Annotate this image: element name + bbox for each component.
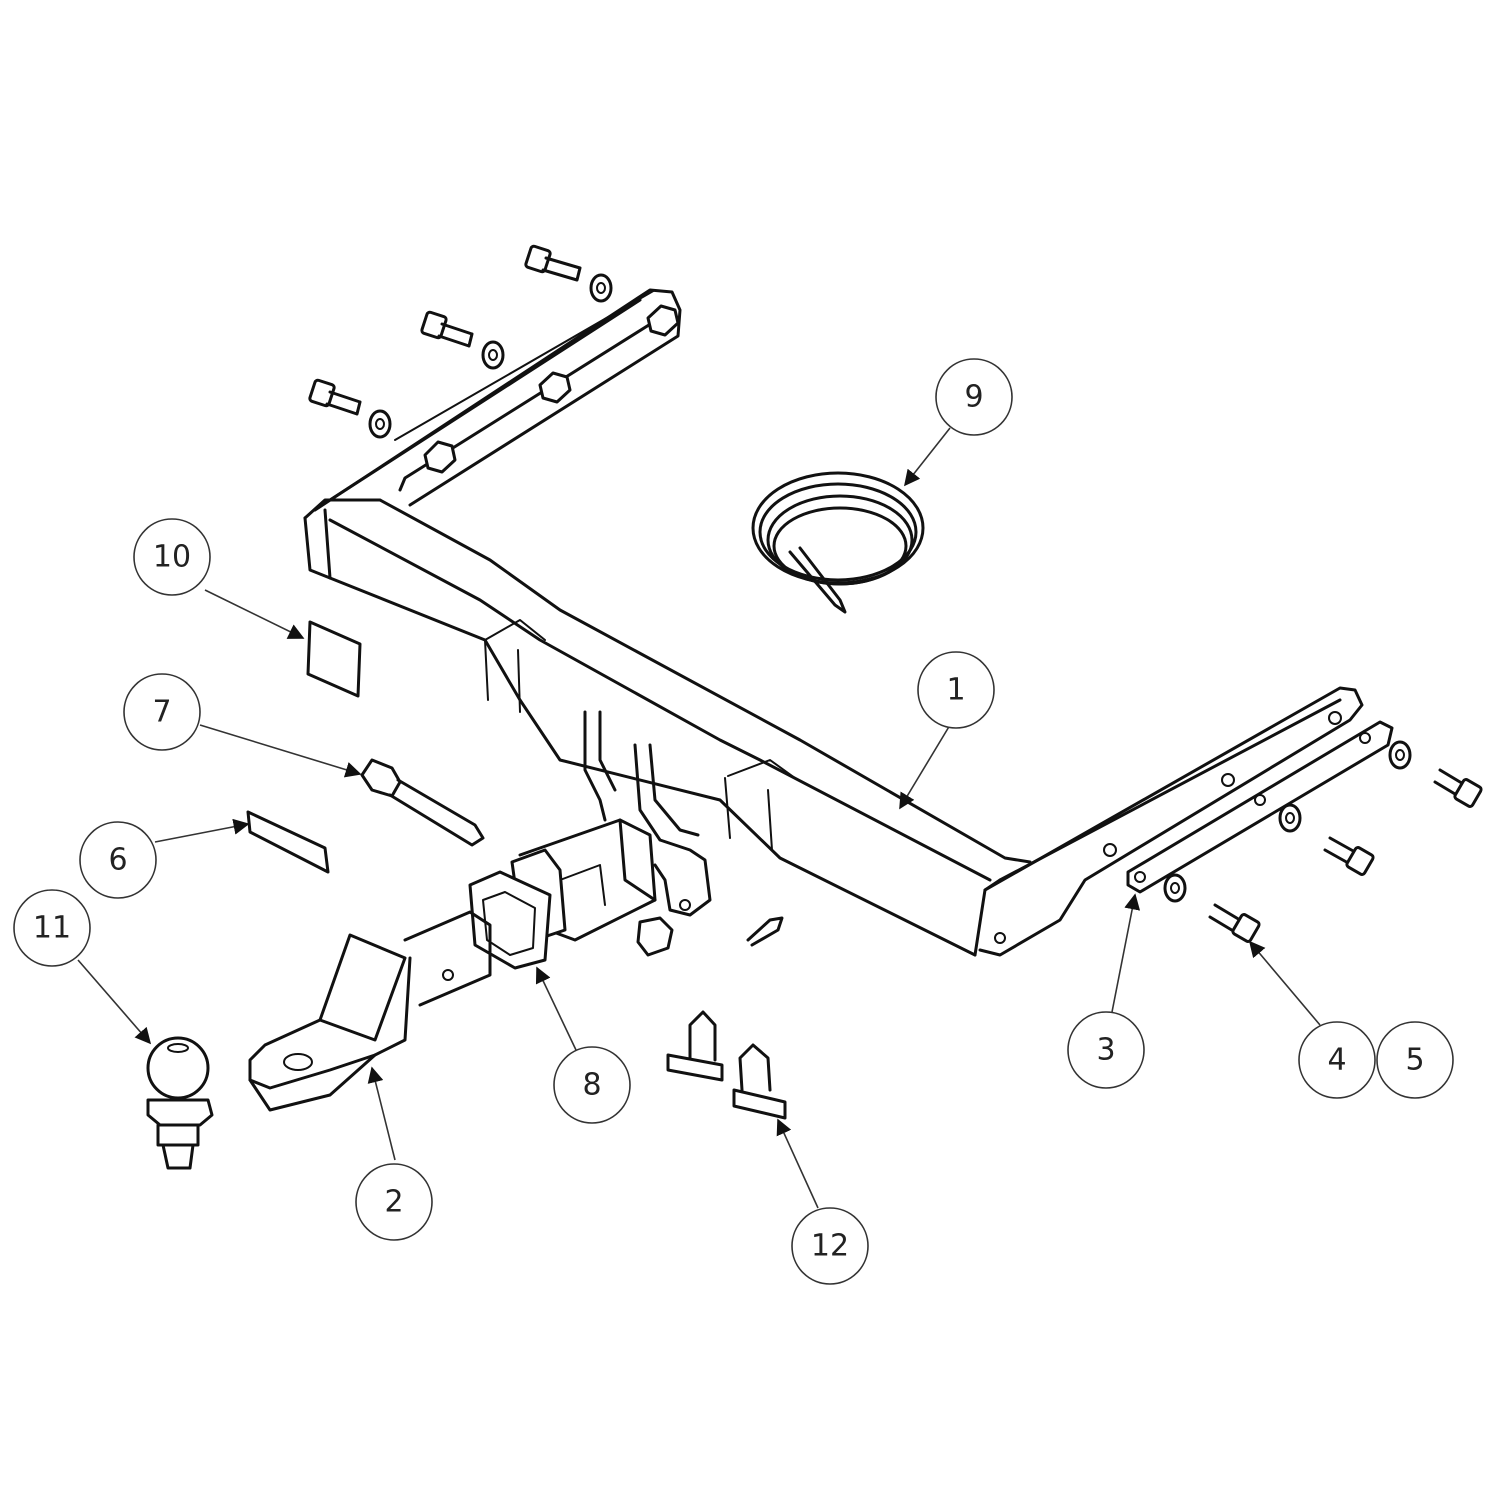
callout-10: 10 (133, 518, 211, 596)
side-plate (1126, 720, 1394, 894)
callout-9-label: 9 (964, 380, 983, 415)
retaining-clip (636, 916, 784, 957)
bolt-icon (420, 310, 474, 348)
ball-mount (248, 910, 492, 1112)
cable-coil (751, 471, 925, 614)
callout-5-label: 5 (1405, 1043, 1424, 1078)
washer-icon (1388, 740, 1412, 770)
washer-icon (1278, 803, 1302, 833)
callout-10-label: 10 (153, 540, 191, 575)
identification-plate (306, 620, 362, 698)
callout-11: 11 (13, 889, 91, 967)
callout-3-label: 3 (1096, 1033, 1115, 1068)
hitch-pin (360, 758, 485, 847)
callout-8: 8 (553, 1046, 631, 1124)
callout-6: 6 (79, 821, 157, 899)
shackles (666, 1010, 787, 1120)
left-arm-bolts (308, 244, 613, 439)
leader-lines (77, 427, 1321, 1209)
callout-2-label: 2 (384, 1185, 403, 1220)
right-arm-bolts (1163, 740, 1483, 943)
bolt-icon (1208, 903, 1261, 943)
tow-ball (146, 1036, 214, 1170)
bolt-icon (1323, 836, 1375, 876)
callout-4: 4 (1298, 1021, 1376, 1099)
main-crossbar (303, 288, 1364, 957)
callout-1: 1 (917, 651, 995, 729)
bolt-icon (308, 378, 362, 416)
washer-icon (589, 273, 613, 303)
callout-1-label: 1 (946, 673, 965, 708)
callout-9: 9 (935, 358, 1013, 436)
callout-6-label: 6 (108, 843, 127, 878)
callout-12-label: 12 (811, 1229, 849, 1264)
callout-7: 7 (123, 673, 201, 751)
callout-4-label: 4 (1327, 1043, 1346, 1078)
bolt-icon (1433, 768, 1483, 808)
washer-icon (368, 409, 392, 439)
callout-8-label: 8 (582, 1068, 601, 1103)
callout-12: 12 (791, 1207, 869, 1285)
washer-icon (481, 340, 505, 370)
washer-icon (1163, 873, 1187, 903)
callout-3: 3 (1067, 1011, 1145, 1089)
bolt-icon (524, 244, 582, 282)
callout-2: 2 (355, 1163, 433, 1241)
callout-7-label: 7 (152, 695, 171, 730)
callout-11-label: 11 (33, 911, 71, 946)
bracket-plate (246, 810, 330, 874)
callout-5: 5 (1376, 1021, 1454, 1099)
